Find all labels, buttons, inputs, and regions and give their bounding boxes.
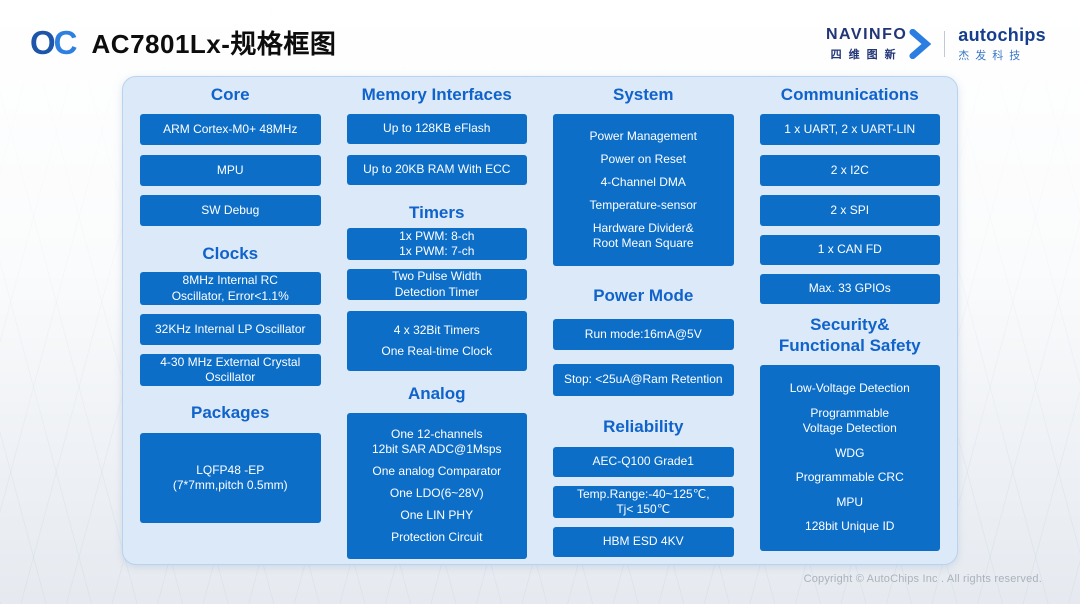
spec-box: Up to 128KB eFlash: [346, 114, 527, 144]
section-title-packages: Packages: [191, 403, 270, 422]
spec-box: Temp.Range:-40~125℃,Tj< 150℃: [553, 486, 734, 518]
spec-box: 1 x UART, 2 x UART-LIN: [759, 114, 940, 145]
spec-box: Up to 20KB RAM With ECC: [346, 155, 527, 185]
spec-box: SW Debug: [140, 195, 321, 226]
section-title-timers: Timers: [409, 203, 465, 222]
spec-box: ARM Cortex-M0+ 48MHz: [140, 114, 321, 145]
navinfo-wordmark: NAVINFO: [825, 26, 908, 44]
section-title-clocks: Clocks: [202, 244, 259, 263]
section-title-memory-interfaces: Memory Interfaces: [361, 85, 512, 104]
oc-logo: OC: [30, 24, 78, 61]
spec-box: 2 x SPI: [759, 195, 940, 226]
spec-box: Run mode:16mA@5V: [553, 319, 734, 350]
spec-box: 2 x I2C: [759, 155, 940, 186]
autochips-wordmark: autochips: [958, 25, 1046, 45]
spec-box: HBM ESD 4KV: [553, 527, 734, 557]
spec-box: Stop: <25uA@Ram Retention: [553, 364, 734, 396]
spec-column-communications-security: Communications 1 x UART, 2 x UART-LIN 2 x …: [759, 77, 940, 564]
spec-box: 1 x CAN FD: [759, 235, 940, 265]
section-title-core: Core: [210, 85, 250, 104]
autochips-logo: autochips 杰发科技: [958, 26, 1046, 63]
navinfo-logo: NAVINFO 四维图新: [825, 26, 932, 62]
spec-box: Max. 33 GPIOs: [759, 274, 940, 304]
page-header: OC AC7801Lx-规格框图: [30, 24, 336, 61]
navinfo-chinese-name: 四维图新: [830, 48, 903, 61]
oc-logo-c: C: [53, 24, 78, 61]
section-title-system: System: [613, 85, 674, 104]
page-title: AC7801Lx-规格框图: [91, 29, 337, 59]
navinfo-arrow-icon: [909, 29, 932, 60]
section-title-communications: Communications: [780, 85, 919, 104]
oc-logo-o: O: [30, 24, 56, 61]
section-title-analog: Analog: [407, 384, 466, 403]
autochips-chinese-name: 杰发科技: [958, 49, 1027, 62]
spec-box: MPU: [140, 155, 321, 186]
spec-box: LQFP48 -EP(7*7mm,pitch 0.5mm): [140, 433, 321, 523]
section-title-power-mode: Power Mode: [593, 286, 694, 305]
spec-box: 32KHz Internal LP Oscillator: [140, 314, 321, 345]
spec-column-memory-timers-analog: Memory Interfaces Up to 128KB eFlash Up to…: [346, 77, 527, 564]
logo-divider: [944, 31, 946, 58]
section-title-reliability: Reliability: [603, 417, 684, 436]
section-title-security-functional-safety: Security&Functional Safety: [778, 315, 921, 355]
copyright-text: Copyright © AutoChips Inc . All rights r…: [803, 573, 1042, 585]
brand-logos: NAVINFO 四维图新 autochips 杰发科技: [826, 26, 1046, 63]
spec-box: AEC-Q100 Grade1: [553, 447, 734, 477]
